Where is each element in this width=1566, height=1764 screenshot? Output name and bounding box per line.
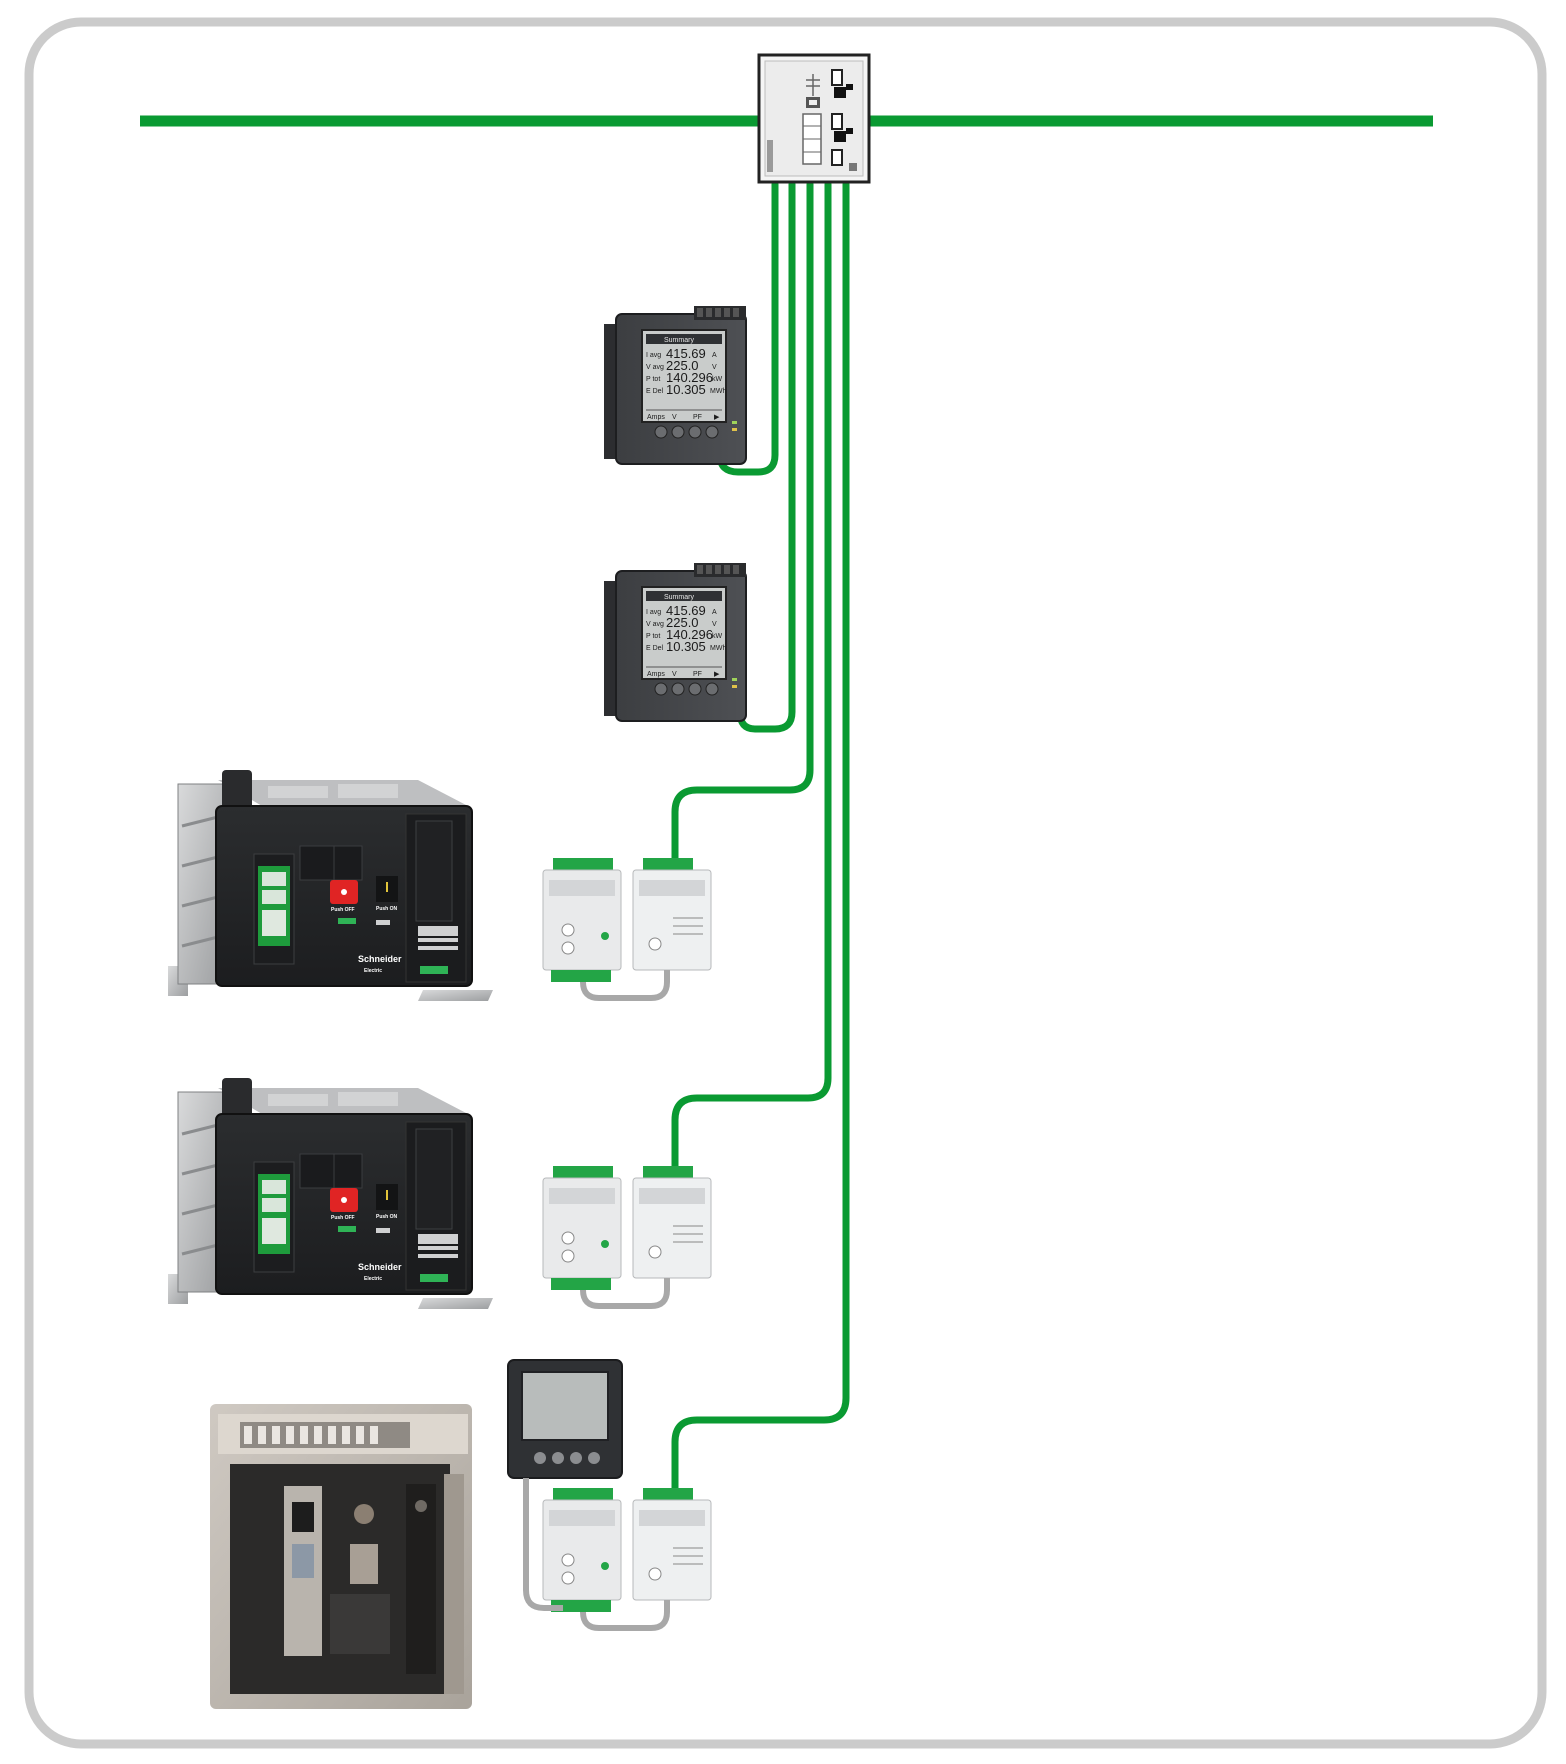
power-meter-2: Summary I avg 415.69 A V avg 225.0 V P t…	[604, 563, 747, 722]
meter-2-row-4-unit: MWh	[710, 645, 726, 652]
meter-2-row-3-label: P tot	[646, 633, 660, 640]
meter-2-softkey-4: ▶	[714, 671, 720, 678]
io-module-icon	[632, 858, 712, 971]
meter-2-row-3-unit: kW	[712, 633, 723, 640]
meter-1-softkey-3: PF	[693, 414, 702, 421]
meter-1-row-1-value: 415.69	[666, 346, 706, 361]
meter-2-softkey-3: PF	[693, 671, 702, 678]
circuit-breaker-icon: Push OFF Push ON Schneider Electric	[168, 1078, 493, 1309]
meter-1-row-4-label: E Del	[646, 388, 664, 395]
meter-2-row-3-value: 140.296	[666, 627, 713, 642]
cable-to-module-2	[671, 180, 832, 1180]
meter-1-row-2-value: 225.0	[666, 358, 699, 373]
power-meter-icon: Summary I avg 415.69 A V avg 225.0 V P t…	[604, 306, 747, 465]
cable-to-module-1	[671, 180, 814, 872]
meter-1-softkey-1: Amps	[647, 414, 665, 421]
breaker-1-push-off: Push OFF	[331, 907, 355, 913]
breaker-1-brand: Schneider	[358, 954, 402, 964]
meter-2-softkey-1: Amps	[647, 671, 665, 678]
io-link-cable	[580, 970, 670, 1001]
meter-1-softkey-2: V	[672, 414, 677, 421]
io-module-pair-1	[542, 858, 712, 1001]
meter-1-row-3-label: P tot	[646, 376, 660, 383]
meter-2-softkey-2: V	[672, 671, 677, 678]
cable-to-module-3	[671, 180, 850, 1502]
meter-2-row-1-label: I avg	[646, 609, 661, 616]
meter-1-row-3-value: 140.296	[666, 370, 713, 385]
air-circuit-breaker-2: Push OFF Push ON Schneider Electric	[168, 1078, 493, 1309]
breaker-2-push-on: Push ON	[376, 1214, 398, 1220]
meter-1-header: Summary	[664, 337, 694, 344]
breaker-2-brand: Schneider	[358, 1262, 402, 1272]
meter-1-row-3-unit: kW	[712, 376, 723, 383]
breaker-2-push-off: Push OFF	[331, 1215, 355, 1221]
power-meter-1: Summary I avg 415.69 A V avg 225.0 V P t…	[604, 306, 747, 465]
meter-1-row-1-unit: A	[712, 352, 717, 359]
breaker-1-push-on: Push ON	[376, 906, 398, 912]
meter-1-row-4-value: 10.305	[666, 382, 706, 397]
io-module-icon	[632, 1166, 712, 1279]
io-link-cable	[580, 1278, 670, 1309]
meter-2-row-4-label: E Del	[646, 645, 664, 652]
circuit-breaker-icon	[210, 1404, 472, 1709]
network-cables	[671, 180, 850, 1502]
io-module-icon	[542, 858, 622, 982]
io-module-icon	[632, 1488, 712, 1601]
breaker-2-brand-sub: Electric	[364, 1276, 382, 1282]
meter-1-row-2-unit: V	[712, 364, 717, 371]
power-meter-icon: Summary I avg 415.69 A V avg 225.0 V P t…	[604, 563, 747, 722]
display-cable	[523, 1478, 563, 1611]
diagram-frame	[24, 17, 1547, 1749]
ethernet-switch-icon	[757, 53, 871, 184]
display-unit-icon	[507, 1359, 623, 1611]
meter-2-row-1-unit: A	[712, 609, 717, 616]
meter-2-row-1-value: 415.69	[666, 603, 706, 618]
breaker-1-brand-sub: Electric	[364, 968, 382, 974]
io-module-icon	[542, 1488, 622, 1612]
meter-1-row-1-label: I avg	[646, 352, 661, 359]
meter-2-row-2-unit: V	[712, 621, 717, 628]
meter-2-row-2-label: V avg	[646, 621, 664, 628]
io-module-pair-2	[542, 1166, 712, 1309]
meter-2-row-4-value: 10.305	[666, 639, 706, 654]
meter-1-softkey-4: ▶	[714, 414, 720, 421]
legacy-air-circuit-breaker	[210, 1404, 472, 1709]
meter-2-header: Summary	[664, 594, 694, 601]
io-module-icon	[542, 1166, 622, 1290]
meter-2-row-2-value: 225.0	[666, 615, 699, 630]
meter-1-row-4-unit: MWh	[710, 388, 726, 395]
circuit-breaker-icon: Push OFF Push ON Schneider Electric	[168, 770, 493, 1001]
io-link-cable	[580, 1600, 670, 1631]
meter-1-row-2-label: V avg	[646, 364, 664, 371]
io-module-pair-3	[542, 1488, 712, 1631]
air-circuit-breaker-1: Push OFF Push ON Schneider Electric	[168, 770, 493, 1001]
